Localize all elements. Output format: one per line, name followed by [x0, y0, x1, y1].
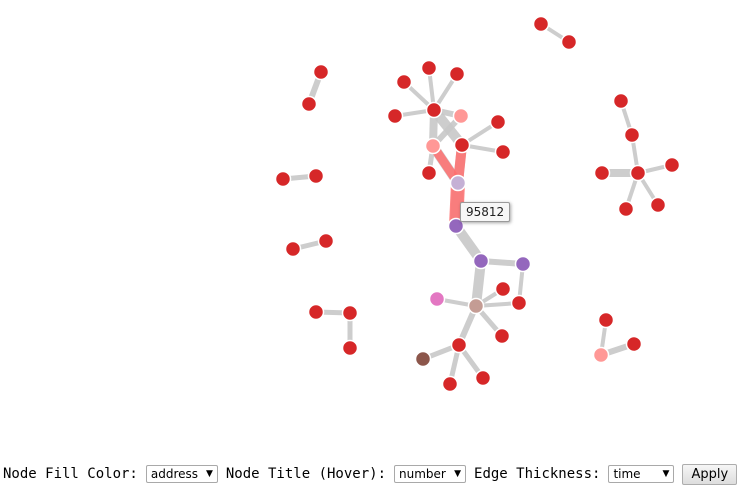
node-title-label: Node Title (Hover): — [225, 466, 387, 482]
graph-node[interactable] — [472, 252, 490, 270]
graph-node[interactable] — [467, 297, 485, 315]
node-tooltip: 95812 — [460, 202, 511, 222]
apply-button[interactable]: Apply — [682, 463, 738, 485]
node-title-value: number — [399, 467, 446, 481]
graph-node[interactable] — [425, 101, 443, 119]
graph-node[interactable] — [450, 336, 468, 354]
graph-node[interactable] — [312, 63, 330, 81]
graph-node[interactable] — [617, 200, 635, 218]
graph-node[interactable] — [592, 346, 610, 364]
node-fill-color-value: address — [150, 467, 199, 481]
graph-node[interactable] — [317, 232, 335, 250]
graph-node[interactable] — [489, 113, 507, 131]
graph-node[interactable] — [474, 369, 492, 387]
graph-node[interactable] — [420, 59, 438, 77]
graph-node[interactable] — [428, 290, 446, 308]
graph-node[interactable] — [494, 143, 512, 161]
graph-node[interactable] — [420, 164, 438, 182]
graph-node[interactable] — [629, 164, 647, 182]
graph-node[interactable] — [663, 156, 681, 174]
graph-node[interactable] — [307, 303, 325, 321]
graph-node[interactable] — [395, 73, 413, 91]
node-fill-color-select[interactable]: address ▼ — [145, 465, 218, 483]
graph-node[interactable] — [449, 174, 467, 192]
node-fill-color-label: Node Fill Color: — [3, 466, 138, 482]
graph-node[interactable] — [593, 164, 611, 182]
graph-node[interactable] — [510, 294, 528, 312]
graph-canvas[interactable] — [0, 0, 740, 455]
graph-node[interactable] — [532, 15, 550, 33]
node-title-select[interactable]: number ▼ — [394, 465, 467, 483]
graph-node[interactable] — [452, 107, 470, 125]
graph-node[interactable] — [441, 375, 459, 393]
graph-node[interactable] — [597, 311, 615, 329]
graph-node[interactable] — [494, 280, 512, 298]
graph-node[interactable] — [649, 196, 667, 214]
control-bar: Node Fill Color: address ▼ Node Title (H… — [3, 463, 738, 485]
chevron-down-icon: ▼ — [454, 469, 462, 479]
graph-node[interactable] — [625, 335, 643, 353]
graph-node[interactable] — [424, 137, 442, 155]
graph-node[interactable] — [300, 95, 318, 113]
nodes — [274, 15, 681, 393]
graph-node[interactable] — [612, 92, 630, 110]
graph-node[interactable] — [453, 136, 471, 154]
edge-thickness-select[interactable]: time ▼ — [608, 465, 675, 483]
graph-node[interactable] — [414, 350, 432, 368]
network-graph[interactable] — [0, 0, 740, 455]
chevron-down-icon: ▼ — [662, 469, 670, 479]
graph-node[interactable] — [386, 107, 404, 125]
chevron-down-icon: ▼ — [205, 469, 213, 479]
graph-node[interactable] — [274, 170, 292, 188]
edge-thickness-label: Edge Thickness: — [474, 466, 601, 482]
graph-node[interactable] — [307, 167, 325, 185]
graph-node[interactable] — [448, 65, 466, 83]
graph-node[interactable] — [514, 255, 532, 273]
graph-node[interactable] — [284, 240, 302, 258]
edge-thickness-value: time — [613, 467, 641, 481]
graph-node[interactable] — [560, 33, 578, 51]
graph-node[interactable] — [493, 327, 511, 345]
graph-node[interactable] — [447, 217, 465, 235]
graph-node[interactable] — [623, 126, 641, 144]
graph-node[interactable] — [341, 304, 359, 322]
graph-node[interactable] — [341, 339, 359, 357]
